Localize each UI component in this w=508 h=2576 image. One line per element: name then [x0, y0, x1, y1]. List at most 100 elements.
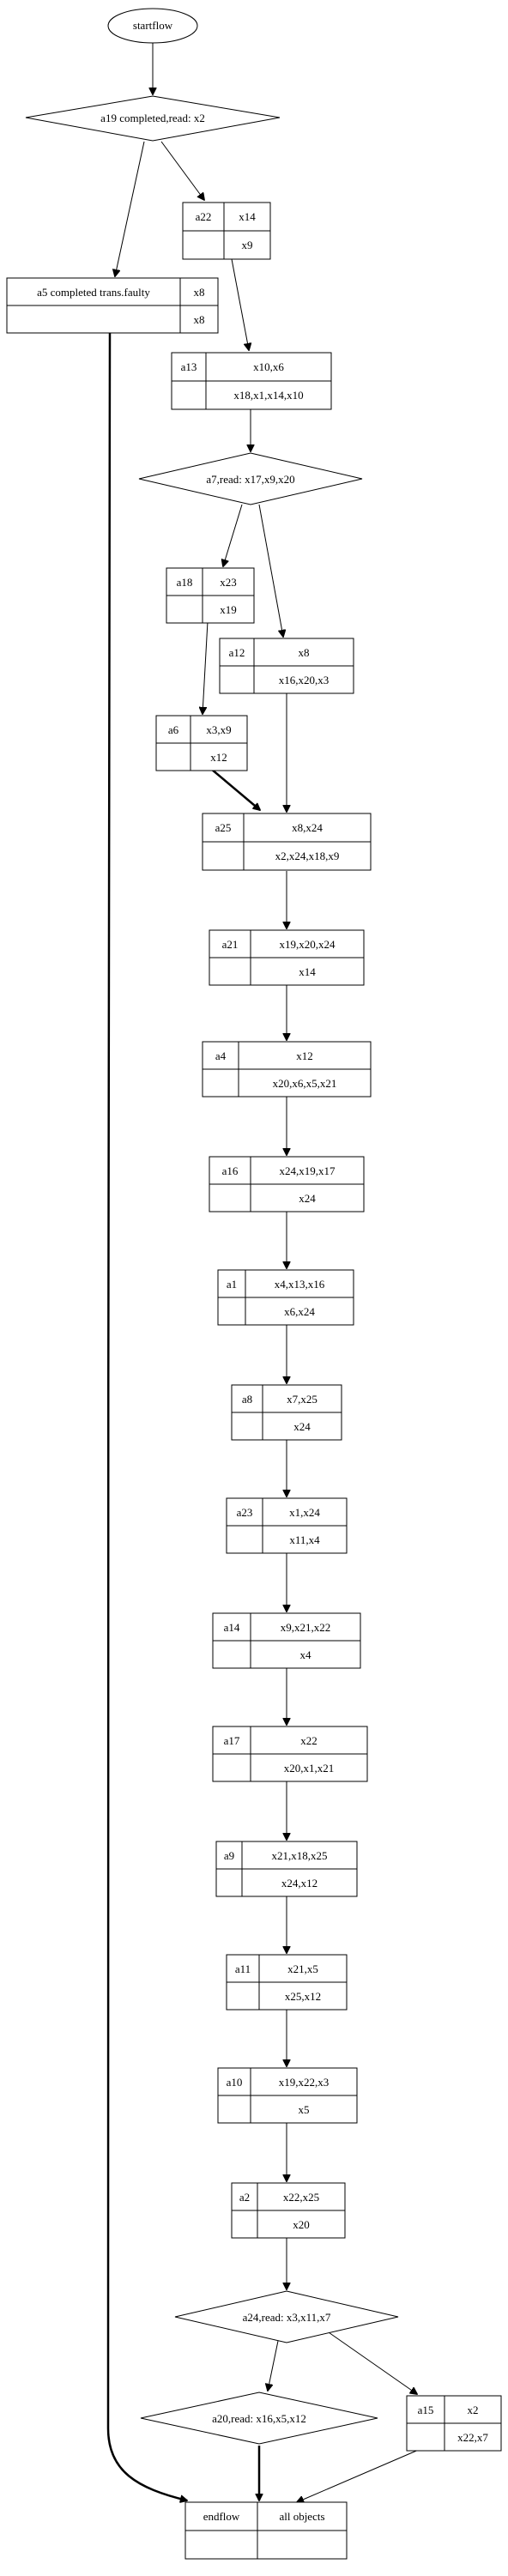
decision-a19-label: a19 completed,read: x2: [100, 112, 205, 124]
edge-a5-to-end: [106, 332, 187, 2500]
node-a5-id: a5 completed trans.faulty: [37, 286, 150, 299]
node-a4-id: a4: [215, 1049, 227, 1062]
node-a10: a10 x19,x22,x3 x5: [217, 2067, 358, 2124]
node-a1-id: a1: [227, 1278, 237, 1291]
node-a14-id: a14: [224, 1621, 240, 1634]
decision-a7: a7,read: x17,x9,x20: [138, 452, 363, 505]
node-a12: a12 x8 x16,x20,x3: [219, 638, 354, 694]
node-a15-bottom: x22,x7: [457, 2431, 488, 2444]
node-a2: a2 x22,x25 x20: [231, 2182, 346, 2239]
edge-a7-to-a12: [258, 504, 283, 637]
node-a25-top: x8,x24: [292, 821, 323, 834]
node-a17-bottom: x20,x1,x21: [284, 1762, 335, 1775]
node-a12-id: a12: [229, 646, 245, 659]
node-all-objects-label: all objects: [279, 2510, 324, 2523]
node-a11-id: a11: [235, 1962, 251, 1975]
node-a16-bottom: x24: [299, 1192, 316, 1205]
node-a23-top: x1,x24: [289, 1506, 320, 1519]
node-a4-top: x12: [296, 1049, 313, 1062]
node-a13: a13 x10,x6 x18,x1,x14,x10: [171, 352, 332, 410]
node-startflow: startflow: [107, 8, 198, 44]
node-a9-top: x21,x18,x25: [272, 1849, 328, 1862]
node-a4-bottom: x20,x6,x5,x21: [273, 1077, 337, 1090]
edge-a18-to-a6: [203, 620, 209, 714]
node-a21-top: x19,x20,x24: [280, 938, 336, 951]
node-a8-bottom: x24: [293, 1420, 311, 1433]
node-a6-id: a6: [168, 723, 179, 736]
node-a16: a16 x24,x19,x17 x24: [209, 1156, 365, 1212]
node-a5: a5 completed trans.faulty x8 x8: [6, 277, 219, 334]
node-a13-top: x10,x6: [253, 360, 284, 373]
node-a15-top: x2: [468, 2404, 479, 2416]
node-a10-id: a10: [227, 2076, 243, 2089]
decision-a24-label: a24,read: x3,x11,x7: [243, 2311, 331, 2324]
node-a10-bottom: x5: [299, 2103, 310, 2116]
node-a16-id: a16: [222, 1164, 239, 1177]
node-startflow-label: startflow: [133, 19, 173, 32]
node-a21-id: a21: [222, 938, 239, 951]
edges: [106, 41, 421, 2502]
node-a21: a21 x19,x20,x24 x14: [209, 929, 365, 986]
node-a17-top: x22: [300, 1734, 318, 1747]
node-a23: a23 x1,x24 x11,x4: [226, 1497, 348, 1554]
decision-a7-label: a7,read: x17,x9,x20: [206, 473, 294, 486]
node-a14: a14 x9,x21,x22 x4: [212, 1612, 361, 1669]
node-a23-id: a23: [237, 1506, 253, 1519]
node-a8-top: x7,x25: [287, 1393, 318, 1406]
decision-a24: a24,read: x3,x11,x7: [174, 2290, 399, 2343]
node-a23-bottom: x11,x4: [289, 1533, 320, 1546]
node-a9-bottom: x24,x12: [281, 1877, 318, 1890]
node-a4: a4 x12 x20,x6,x5,x21: [202, 1041, 372, 1098]
node-a2-top: x22,x25: [283, 2191, 319, 2204]
node-a12-bottom: x16,x20,x3: [279, 674, 330, 686]
node-a6-bottom: x12: [210, 751, 227, 764]
node-a8: a8 x7,x25 x24: [231, 1384, 342, 1441]
node-a10-top: x19,x22,x3: [279, 2076, 330, 2089]
node-endflow: endflow all objects: [184, 2501, 348, 2560]
node-a22-top: x14: [239, 210, 256, 223]
node-a22-bottom: x9: [242, 239, 253, 251]
node-a12-top: x8: [299, 646, 310, 659]
node-a9-id: a9: [224, 1849, 234, 1862]
node-a18-id: a18: [177, 576, 193, 589]
node-a2-id: a2: [239, 2191, 250, 2204]
node-a17-id: a17: [224, 1734, 240, 1747]
edge-a24-to-a15: [325, 2330, 417, 2394]
node-a14-top: x9,x21,x22: [281, 1621, 331, 1634]
node-a17: a17 x22 x20,x1,x21: [212, 1726, 368, 1782]
node-a6: a6 x3,x9 x12: [155, 715, 248, 771]
node-a1-bottom: x6,x24: [284, 1305, 315, 1318]
node-a5-bottom: x8: [194, 313, 205, 326]
node-a11: a11 x21,x5 x25,x12: [226, 1954, 348, 2011]
edge-a19-to-a5: [115, 141, 145, 276]
edge-a24-to-a20: [268, 2340, 279, 2391]
node-a25-bottom: x2,x24,x18,x9: [275, 850, 340, 862]
node-a5-top: x8: [194, 286, 205, 299]
node-a15: a15 x2 x22,x7: [406, 2395, 502, 2452]
edge-a6-to-a25: [210, 768, 260, 810]
edge-a22-to-a13: [231, 258, 249, 350]
node-a13-id: a13: [181, 360, 197, 373]
node-a6-top: x3,x9: [206, 723, 231, 736]
node-a25: a25 x8,x24 x2,x24,x18,x9: [202, 813, 372, 871]
node-a2-bottom: x20: [293, 2218, 310, 2231]
node-a25-id: a25: [215, 821, 232, 834]
node-a11-bottom: x25,x12: [285, 1990, 321, 2003]
node-a1-top: x4,x13,x16: [275, 1278, 325, 1291]
edge-a7-to-a18: [223, 504, 243, 566]
edge-a19-to-a22: [160, 141, 204, 200]
node-a18-top: x23: [220, 576, 237, 589]
node-a21-bottom: x14: [299, 965, 316, 978]
node-a13-bottom: x18,x1,x14,x10: [233, 389, 303, 402]
node-a8-id: a8: [242, 1393, 252, 1406]
node-a22: a22 x14 x9: [182, 202, 271, 260]
node-endflow-label: endflow: [203, 2510, 240, 2523]
node-a18-bottom: x19: [220, 603, 237, 616]
node-a18: a18 x23 x19: [166, 567, 255, 624]
decision-a19: a19 completed,read: x2: [25, 95, 281, 142]
node-a16-top: x24,x19,x17: [280, 1164, 336, 1177]
node-a1: a1 x4,x13,x16 x6,x24: [217, 1269, 354, 1326]
decision-a20-label: a20,read: x16,x5,x12: [212, 2412, 306, 2425]
node-a11-top: x21,x5: [287, 1962, 318, 1975]
